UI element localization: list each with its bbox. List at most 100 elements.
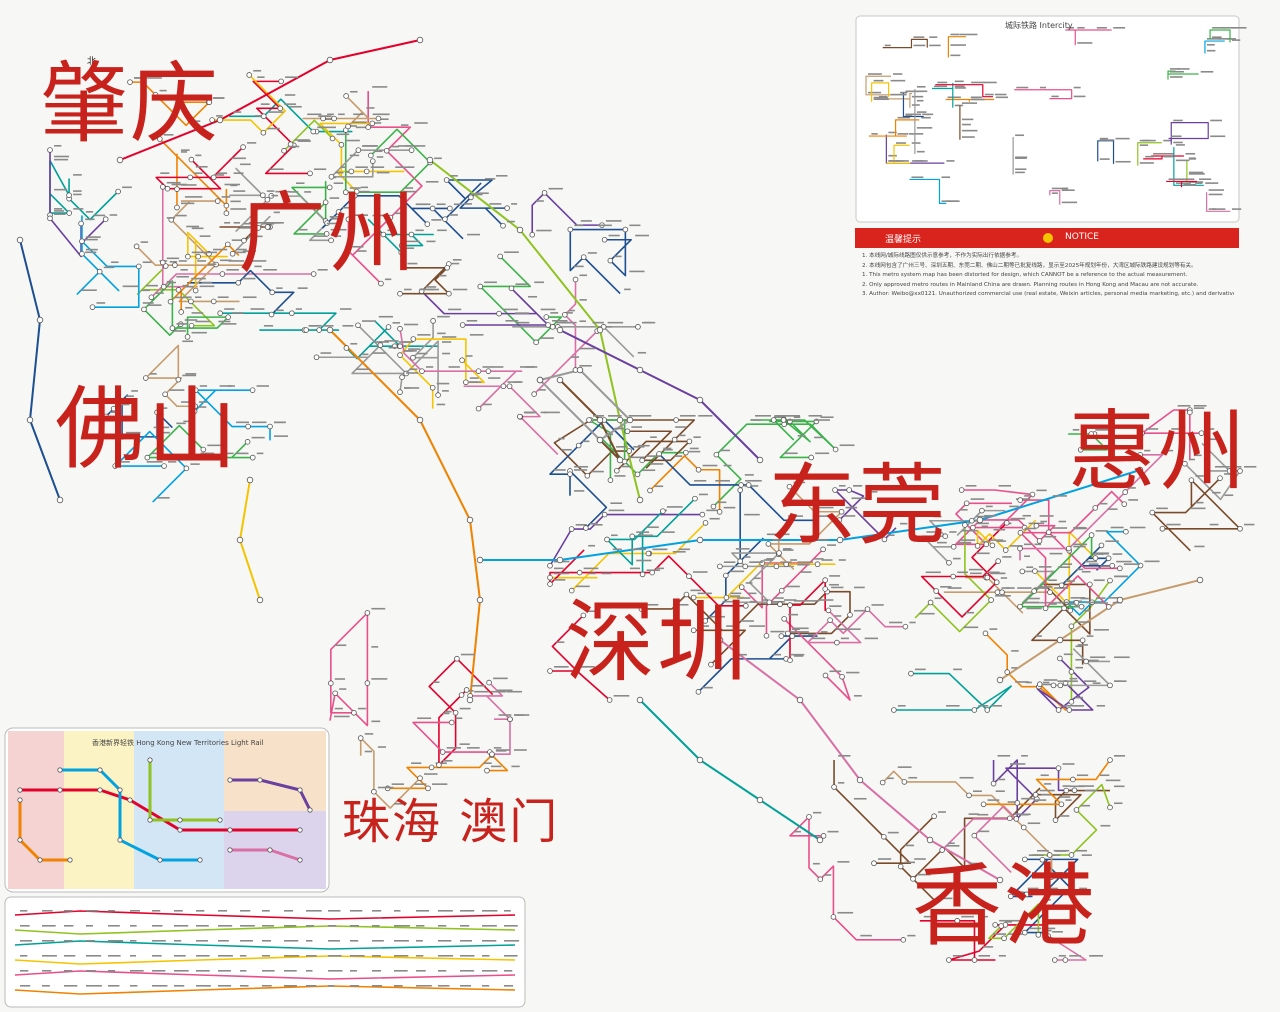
station-label	[505, 319, 519, 322]
station-label	[1027, 887, 1039, 890]
station-marker	[269, 289, 276, 296]
station-label	[812, 811, 822, 814]
station-marker	[249, 454, 256, 461]
metro-line	[347, 91, 423, 285]
station-marker	[763, 633, 770, 639]
station-marker	[281, 147, 287, 154]
station-label	[840, 637, 849, 640]
station-label	[550, 312, 559, 314]
strip-station-label	[20, 970, 29, 972]
intercity-station-label	[961, 123, 971, 126]
station-label	[197, 260, 206, 262]
station-label	[269, 168, 284, 171]
station-marker	[1022, 929, 1028, 936]
strip-station-label	[460, 910, 475, 912]
station-label	[934, 597, 942, 600]
station-label	[907, 934, 916, 937]
station-marker	[989, 542, 996, 549]
station-label	[483, 762, 492, 765]
station-label	[217, 172, 228, 174]
station-label	[405, 240, 420, 243]
station-marker	[1159, 525, 1166, 532]
station-label	[867, 491, 878, 493]
station-marker	[398, 242, 405, 249]
station-label	[404, 288, 412, 291]
metro-line	[428, 657, 494, 766]
station-label	[612, 548, 622, 551]
light-rail-stop	[227, 827, 233, 833]
interchange-marker	[476, 596, 484, 604]
intercity-station-label	[1015, 134, 1025, 137]
station-marker	[547, 574, 553, 581]
station-marker	[738, 482, 744, 488]
station-label	[260, 103, 270, 105]
intercity-inset	[855, 15, 1247, 223]
station-label	[946, 705, 960, 707]
intercity-line	[1209, 29, 1231, 43]
station-marker	[89, 304, 96, 310]
station-label	[697, 592, 712, 595]
station-marker	[468, 194, 474, 201]
station-label	[253, 69, 262, 72]
station-label	[1092, 682, 1101, 684]
station-label	[1156, 507, 1168, 510]
station-label	[1036, 849, 1049, 852]
strip-station-label	[284, 910, 294, 912]
station-marker	[167, 298, 174, 305]
station-label	[464, 203, 473, 205]
station-label	[556, 321, 571, 324]
station-label	[904, 844, 915, 847]
trunk-line	[119, 39, 421, 161]
strip-station-label	[504, 955, 518, 957]
station-label	[1048, 579, 1057, 582]
station-label	[342, 206, 350, 209]
station-label	[376, 156, 384, 158]
light-rail-stop	[257, 777, 263, 783]
station-label	[410, 368, 418, 371]
station-label	[466, 747, 480, 749]
station-label	[923, 915, 935, 918]
metro-stations	[16, 36, 1257, 963]
station-label	[378, 341, 389, 343]
station-label	[425, 180, 439, 183]
station-label	[897, 705, 906, 707]
strip-station-label	[262, 925, 274, 927]
station-label	[350, 342, 358, 345]
station-label	[543, 411, 560, 414]
station-marker	[1052, 817, 1059, 823]
trunk-line	[719, 639, 1001, 881]
intercity-station-label	[925, 113, 934, 116]
station-label	[360, 186, 368, 189]
intercity-station-label	[911, 160, 928, 162]
station-label	[638, 534, 654, 537]
intercity-station-label	[1163, 139, 1172, 142]
station-marker	[846, 487, 852, 493]
station-label	[109, 214, 118, 216]
station-marker	[364, 610, 371, 616]
strip-station-label	[42, 910, 53, 912]
metro-line	[114, 430, 188, 503]
station-label	[387, 229, 395, 232]
station-marker	[152, 91, 159, 98]
station-label	[416, 203, 431, 206]
station-label	[1193, 454, 1202, 457]
station-label	[149, 373, 157, 375]
station-marker	[223, 210, 230, 217]
city-label-huizhou: 惠州	[1068, 400, 1249, 503]
light-rail-stop	[147, 757, 153, 763]
station-label	[126, 431, 141, 434]
metro-line	[187, 231, 228, 291]
station-label	[474, 192, 489, 195]
station-label	[330, 228, 347, 231]
station-label	[978, 705, 989, 707]
station-marker	[586, 417, 592, 423]
station-marker	[175, 287, 182, 293]
strip-station-label	[262, 985, 272, 987]
station-marker	[1055, 765, 1062, 771]
interchange-marker	[616, 456, 624, 464]
station-label	[646, 526, 659, 529]
station-marker	[475, 405, 482, 412]
station-label	[993, 528, 1006, 531]
station-marker	[832, 487, 838, 493]
station-marker	[174, 186, 180, 192]
